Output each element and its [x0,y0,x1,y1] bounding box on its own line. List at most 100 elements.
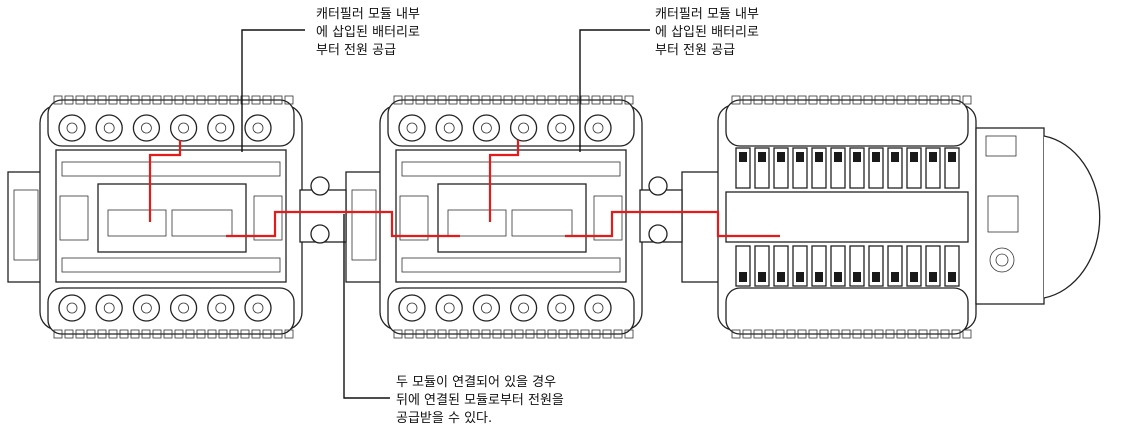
wheel [207,114,235,142]
wheel [435,114,463,142]
tread-link [393,329,403,339]
tread-link [229,95,239,105]
tread-link [262,329,272,339]
wheel [472,114,501,142]
tread-link [962,95,972,105]
tread-link [764,95,774,105]
tread-link [863,329,873,339]
tread-link [53,329,63,339]
tread-link [503,95,513,105]
tread-link [75,95,85,105]
tread-link [536,329,546,339]
wheel-hub [592,122,604,134]
tread-link [569,329,579,339]
tread-link [459,95,469,105]
wheel [207,294,235,322]
tread-link [130,329,140,339]
tread-link [613,329,623,339]
tread-link [284,95,294,105]
callout-middle-line-3: 부터 전원 공급 [655,43,735,58]
tread-link [229,329,239,339]
tread-link [896,95,906,105]
leader-line-bottom [343,214,390,399]
cell-terminal [929,272,937,282]
tread-link [819,95,829,105]
tread-link [591,95,601,105]
tread-link [64,329,74,339]
tread-link [492,95,502,105]
cell-terminal [910,272,918,282]
tread-link [525,95,535,105]
tread-link [951,329,961,339]
wheel [169,114,198,142]
cell-terminal [834,272,842,282]
wheel-hub [252,122,264,134]
wheel-hub [252,302,264,314]
tread-link [797,329,807,339]
wheel-hub [103,302,115,314]
cell-terminal [834,152,842,162]
wheel [584,294,612,322]
callout-middle-line-1: 캐터필러 모듈 내부 [655,7,759,22]
tread-link [218,95,228,105]
tread-link [415,95,425,105]
tread-link [940,95,950,105]
cell-terminal [777,152,785,162]
wheel-hub [443,302,455,314]
tread-link [163,329,173,339]
tread-link [448,95,458,105]
tread-link [731,329,741,339]
wheel-hub [215,122,227,134]
cell-terminal [929,152,937,162]
tread-link [775,95,785,105]
tread-link [262,95,272,105]
tread-link [885,329,895,339]
tread-link [393,95,403,105]
tread-link [841,95,851,105]
power-line-paths [148,140,780,238]
tread-link [240,329,250,339]
wheel [132,114,161,142]
power-line-module-1 [148,140,182,222]
tread-link [808,95,818,105]
tread-link [152,95,162,105]
tread-link [613,95,623,105]
tread-link [918,329,928,339]
power-line-module-2 [488,140,520,222]
power-line-module-2-link [565,210,780,238]
cell-terminal [758,152,766,162]
tread-link [602,95,612,105]
tread-link [97,329,107,339]
tread-link [404,329,414,339]
wheel [95,294,123,322]
tread-link [558,95,568,105]
tread-link [569,95,579,105]
tread-link [753,329,763,339]
power-line-module-1-link [226,210,460,238]
tread-link [437,95,447,105]
tread-link [130,95,140,105]
cell-terminal [739,152,747,162]
wheel [58,114,86,142]
cell-row-bottom [735,245,960,287]
cell-terminal [853,272,861,282]
cell-terminal [739,272,747,282]
wheel-hub [178,122,190,134]
tread-link [940,329,950,339]
tread-link [53,95,63,105]
callout-bottom-line-1: 두 모듈이 연결되어 있을 경우 [396,375,556,390]
head-module [681,99,1101,335]
tread-link [251,95,261,105]
tread-link [207,329,217,339]
wheel-hub [592,302,604,314]
track-treads [53,95,972,339]
tread-link [64,95,74,105]
tread-link [174,95,184,105]
cell-terminal [891,272,899,282]
wheel [398,114,426,142]
tread-link [174,329,184,339]
tread-link [196,95,206,105]
cell-terminal [948,272,956,282]
tread-link [580,329,590,339]
tread-link [874,95,884,105]
